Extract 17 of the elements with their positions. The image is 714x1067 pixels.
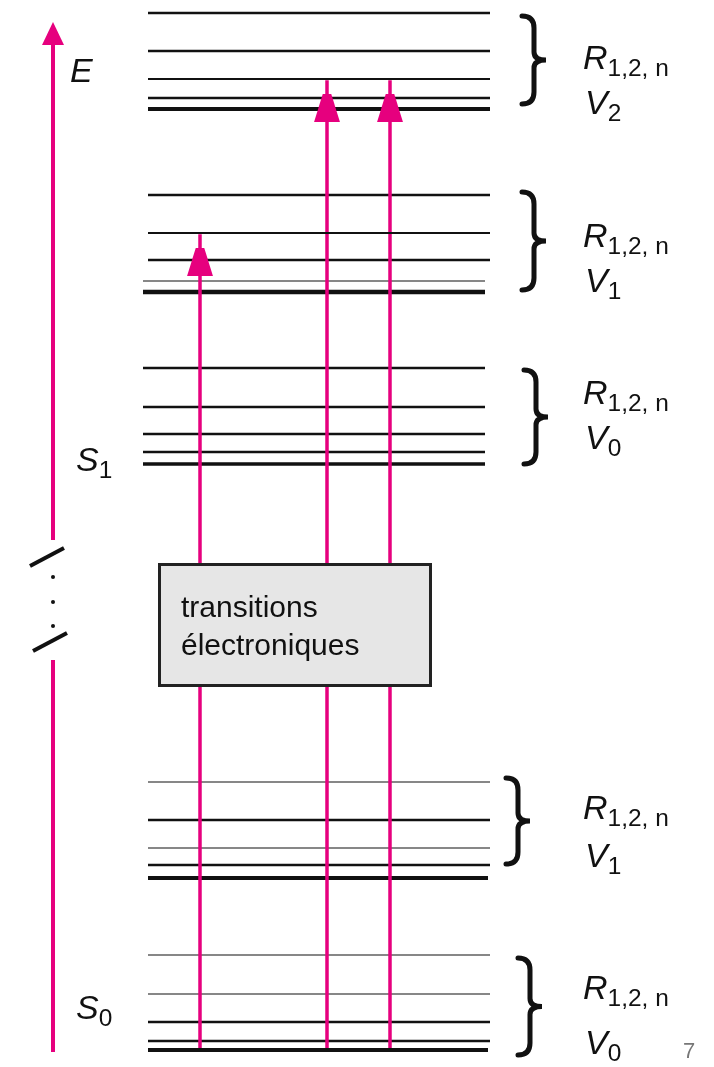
level-label: V$_{1}$ bbox=[585, 263, 622, 304]
energy-level-line bbox=[148, 77, 490, 81]
energy-level-line bbox=[148, 231, 490, 235]
state-label: S$_{0}$ bbox=[76, 990, 113, 1031]
level-label: R$_{1,2, n}$ bbox=[583, 790, 669, 831]
level-label: V$_{0}$ bbox=[585, 420, 622, 461]
level-label: R$_{1,2, n}$ bbox=[583, 40, 669, 81]
level-label: V$_{1}$ bbox=[585, 838, 622, 879]
page-number: 7 bbox=[683, 1040, 696, 1062]
level-label: R$_{1,2, n}$ bbox=[583, 375, 669, 416]
level-label: R$_{1,2, n}$ bbox=[583, 970, 669, 1011]
level-label: R$_{1,2, n}$ bbox=[583, 218, 669, 259]
axis-label: E bbox=[70, 53, 93, 87]
level-label: V$_{0}$ bbox=[585, 1025, 622, 1066]
level-label: V$_{2}$ bbox=[585, 85, 622, 126]
state-label: S$_{1}$ bbox=[76, 442, 113, 483]
caption-box: transitions électroniques bbox=[158, 563, 432, 687]
